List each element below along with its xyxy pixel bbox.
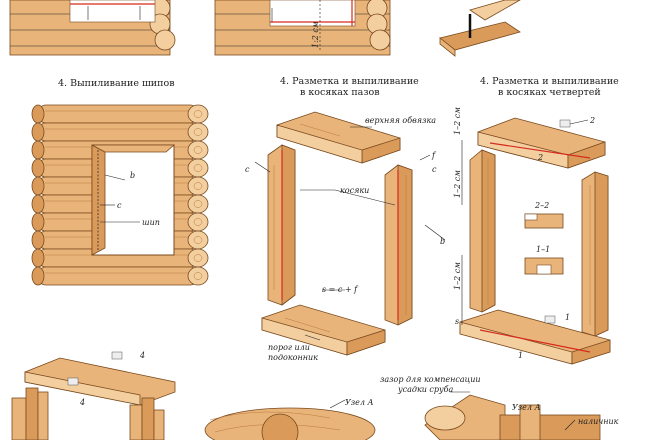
caption-grooves-line2: в косяках пазов [300, 87, 380, 98]
log-end-left [31, 158, 45, 178]
top-right-chisel-illustration [439, 0, 521, 57]
log-end-left [31, 140, 45, 160]
dim-label-1-2-top: 1:2 см [311, 21, 320, 48]
log-end-left [31, 248, 45, 268]
log-end-left [31, 104, 45, 124]
log-end [187, 158, 209, 178]
caption-grooves-line1: 4. Разметка и выпиливание [280, 76, 419, 87]
log-end-left [31, 122, 45, 142]
log-end [187, 140, 209, 160]
caption-quarters-line1: 4. Разметка и выпиливание [480, 76, 619, 87]
log-end [187, 122, 209, 142]
log-end-left [31, 194, 45, 214]
log [37, 122, 199, 142]
label-jambs: косяки [340, 186, 369, 195]
label-formula: s = c + f [322, 285, 359, 294]
opening-top-face [91, 144, 176, 153]
log-end-left [31, 230, 45, 250]
log [37, 266, 199, 286]
caption-quarters-line2: в косяках четвертей [498, 87, 601, 98]
log-end [187, 104, 209, 124]
label-sill-line2: подоконник [268, 353, 318, 362]
bottom-left-assembly: 4 4 [11, 351, 176, 440]
log-end [187, 194, 209, 214]
section-2-2-label: 2–2 [534, 201, 549, 210]
label-node-a-right: Узел А [512, 403, 541, 412]
label-c2-grooves: c [432, 165, 437, 174]
log-end [187, 212, 209, 232]
tenon-log-wall: b c шип [31, 104, 209, 286]
log-end [187, 266, 209, 286]
tenon-left [91, 144, 106, 256]
label-gap-line1: зазор для компенсации [380, 375, 481, 384]
log-end-left [31, 266, 45, 286]
grooves-frame-assembly: верхняя обвязка косяки c f c b s = c + f… [245, 111, 446, 362]
dim-1-2-sm-mid: 1–2 см [453, 170, 462, 198]
quarters-frame-assembly: 2 2 2–2 1–1 1 1 1–2 см 1–2 см 1–2 см s [453, 107, 611, 365]
log-end [187, 176, 209, 196]
label-sill-line1: порог или [268, 343, 310, 352]
log-end [187, 248, 209, 268]
label-gap-line2: усадки сруба [397, 385, 454, 394]
label-b-grooves: b [440, 237, 445, 246]
caption-tenons: 4. Выпиливание шипов [58, 78, 175, 89]
label-node-a-left: Узел А [345, 398, 374, 407]
mark-2-top: 2 [589, 116, 595, 125]
bottom-middle-log-node: Узел А [204, 398, 376, 440]
mark-2-plate: 2 [537, 153, 543, 162]
log-end-left [31, 176, 45, 196]
label-top-plate: верхняя обвязка [365, 116, 436, 125]
mark-4-top: 4 [139, 351, 145, 360]
label-casing: наличник [578, 417, 619, 426]
mark-1-top: 1 [565, 313, 570, 322]
bottom-right-log-node: зазор для компенсации усадки сруба Узел … [380, 375, 619, 440]
dim-1-2-sm-bottom: 1–2 см [453, 262, 462, 290]
top-middle-log-wall-fragment: 1:2 см [214, 0, 391, 56]
dim-1-2-sm-top: 1–2 см [453, 107, 462, 135]
log [37, 104, 199, 124]
log-end [187, 230, 209, 250]
label-c-tenon: c [117, 201, 122, 210]
mark-4-bottom: 4 [79, 398, 85, 407]
mark-1-bottom: 1 [518, 351, 523, 360]
label-f-grooves: f [431, 151, 437, 160]
label-tenon: шип [142, 218, 160, 227]
top-left-log-wall-fragment [9, 0, 176, 56]
log-end-left [31, 212, 45, 232]
label-s-quarters: s [455, 317, 459, 326]
label-c-grooves: c [245, 165, 250, 174]
label-b-tenon: b [130, 171, 135, 180]
section-1-1-label: 1–1 [536, 245, 550, 254]
